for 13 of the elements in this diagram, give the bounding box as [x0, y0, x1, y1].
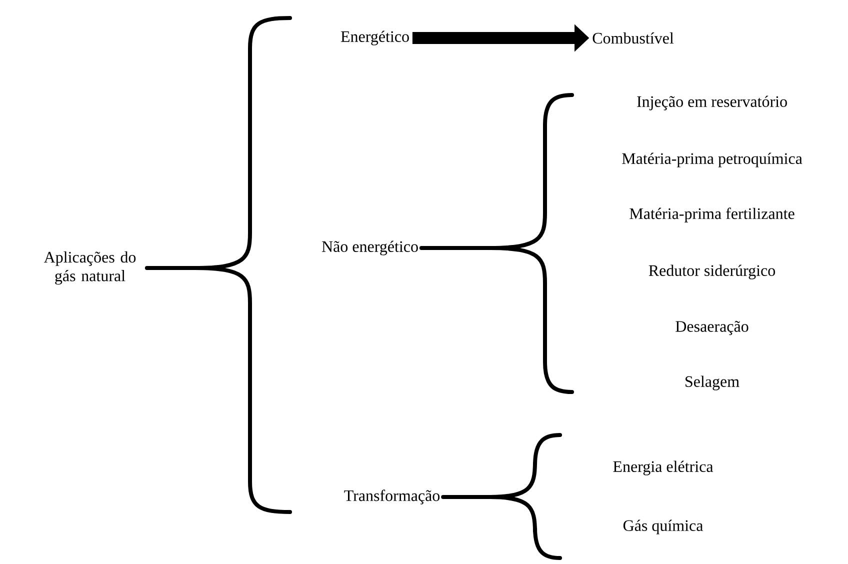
text-label: Redutor siderúrgico — [648, 264, 776, 280]
text-label: Gás química — [623, 520, 703, 534]
text-label: Selagem — [686, 376, 740, 390]
text-label: Matéria-prima fertilizante — [630, 208, 794, 222]
text-label: Transformação — [344, 490, 440, 504]
text-label: Matéria-prima petroquímica — [622, 152, 802, 168]
text-label: Desaeração — [676, 320, 748, 336]
text-label: Aplicações do gás natural — [44, 251, 136, 285]
text-label: Energia elétrica — [613, 460, 714, 476]
text-label: Injeção em reservatório — [637, 96, 787, 110]
text-label: Energético — [340, 30, 409, 46]
text-label: Não energético — [322, 240, 418, 256]
text-label: Combustível — [592, 32, 674, 44]
